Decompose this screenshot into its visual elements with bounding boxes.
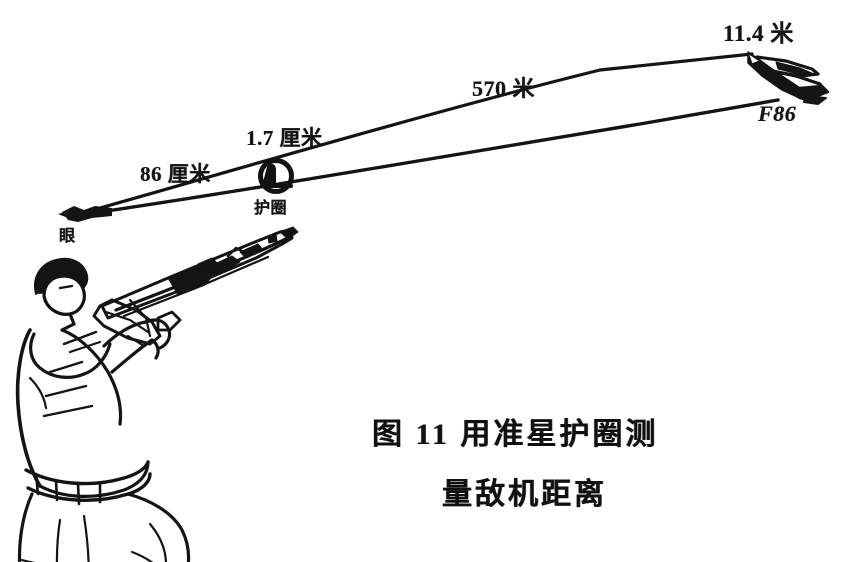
- rifle: [92, 226, 299, 346]
- sight-ring-name-label: 护圈: [254, 200, 288, 217]
- sight-line-upper: [77, 52, 754, 216]
- aircraft-figure: [747, 51, 830, 105]
- aircraft-span-label: 11.4 米: [723, 21, 794, 46]
- eye-label: 眼: [59, 228, 76, 245]
- range-label: 570 米: [472, 76, 536, 101]
- soldier-figure: [15, 257, 191, 562]
- sight-radius-label: 86 厘米: [140, 162, 211, 186]
- sight-line-lower: [77, 98, 780, 217]
- figure-caption-line-2: 量敌机距离: [442, 478, 607, 511]
- sight-lines: [77, 52, 780, 217]
- eye-sight-mark: [58, 206, 112, 222]
- sight-ring-glyph: [258, 158, 294, 194]
- aircraft-type-label: F86: [758, 101, 797, 126]
- figure-caption-line-1: 图 11 用准星护圈测: [372, 418, 659, 451]
- sight-ring-size-label: 1.7 厘米: [246, 126, 323, 150]
